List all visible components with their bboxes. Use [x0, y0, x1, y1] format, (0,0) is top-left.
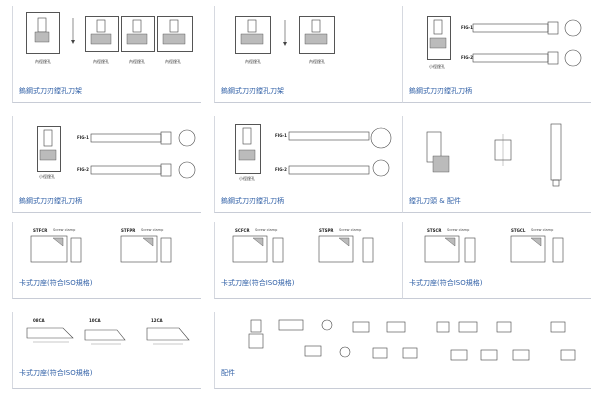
model-code: 10CA [89, 318, 101, 323]
clamp-type: Screw clamp [339, 228, 362, 232]
card-title[interactable]: 卡式刀座(符合ISO規格) [221, 279, 295, 287]
diagram-caption: 內徑鏜孔 [129, 59, 145, 64]
product-card-boring-shank-1[interactable]: FIG-1 FIG-2 小徑鏜孔 鎢鋼式刀刃鏜孔刀柄 [402, 6, 591, 103]
diagram-caption: 內徑鏜孔 [165, 59, 181, 64]
diagram-caption: 小徑鏜孔 [239, 176, 255, 181]
fig-label: FIG-2 [77, 167, 89, 172]
clamp-type: Screw clamp [53, 228, 76, 232]
diagram-thumbnail [235, 124, 261, 174]
tool-diagram [238, 127, 392, 177]
product-card-cartridge-3[interactable]: STSCR Screw clamp STGCL Screw clamp 卡式刀座… [402, 222, 591, 299]
model-code: STFPR [121, 228, 136, 233]
product-card-boring-shank-2[interactable]: FIG-1 FIG-2 小徑鏜孔 鎢鋼式刀刃鏜孔刀柄 [12, 116, 201, 213]
clamp-type: Screw clamp [255, 228, 278, 232]
diagram-caption: 小徑鏜孔 [39, 174, 55, 179]
card-title[interactable]: 卡式刀座(符合ISO規格) [409, 279, 483, 287]
fig-label: FIG-1 [275, 133, 287, 138]
diagram-caption: 內徑鏜孔 [35, 59, 51, 64]
card-title[interactable]: 鏜孔刀頭 & 配件 [409, 197, 461, 205]
diagram-caption: 小徑鏜孔 [429, 64, 445, 69]
product-card-cartridge-1[interactable]: STFCR Screw clamp STFPR Screw clamp 卡式刀座… [12, 222, 201, 299]
tool-diagram [429, 19, 582, 67]
card-title[interactable]: 配件 [221, 369, 235, 377]
card-title[interactable]: 鎢鋼式刀刃鏜孔刀架 [19, 87, 82, 95]
model-code: STSPR [319, 228, 334, 233]
tool-diagram [34, 17, 186, 45]
fig-label: FIG-1 [77, 135, 89, 140]
tool-diagram [426, 123, 562, 187]
tool-diagram [39, 129, 196, 179]
model-code: STGCL [511, 228, 526, 233]
tool-diagram [248, 319, 576, 361]
tool-diagram [424, 235, 564, 263]
product-card-accessories[interactable]: 配件 [214, 312, 591, 389]
model-code: STSCR [427, 228, 442, 233]
model-code: STFCR [33, 228, 48, 233]
fig-label: FIG-2 [275, 167, 287, 172]
tool-diagram [240, 19, 328, 46]
card-title[interactable]: 鎢鋼式刀刃鏜孔刀架 [221, 87, 284, 95]
model-code: SCFCR [235, 228, 250, 233]
diagram-caption: 內徑鏜孔 [93, 59, 109, 64]
diagram-caption: 內徑鏜孔 [309, 59, 325, 64]
clamp-type: Screw clamp [531, 228, 554, 232]
product-card-boring-holder-2[interactable]: 內徑鏜孔 內徑鏜孔 鎢鋼式刀刃鏜孔刀架 [214, 6, 403, 103]
product-card-boring-head-accessories[interactable]: 鏜孔刀頭 & 配件 [402, 116, 591, 213]
product-card-boring-holder-1[interactable]: 內徑鏜孔 內徑鏜孔 內徑鏜孔 內徑鏜孔 鎢鋼式刀刃鏜孔刀架 [12, 6, 201, 103]
card-title[interactable]: 卡式刀座(符合ISO規格) [19, 369, 93, 377]
fig-label: FIG-1 [461, 25, 473, 30]
product-card-cartridge-2[interactable]: SCFCR Screw clamp STSPR Screw clamp 卡式刀座… [214, 222, 403, 299]
card-title[interactable]: 鎢鋼式刀刃鏜孔刀柄 [221, 197, 284, 205]
card-title[interactable]: 鎢鋼式刀刃鏜孔刀柄 [409, 87, 472, 95]
model-code: 08CA [33, 318, 45, 323]
card-title[interactable]: 卡式刀座(符合ISO規格) [19, 279, 93, 287]
product-card-boring-shank-3[interactable]: FIG-1 FIG-2 小徑鏜孔 鎢鋼式刀刃鏜孔刀柄 [214, 116, 403, 213]
diagram-thumbnail [37, 126, 61, 172]
model-code: 12CA [151, 318, 163, 323]
tool-diagram [30, 235, 172, 263]
product-card-cartridge-ca[interactable]: 08CA 10CA 12CA 卡式刀座(符合ISO規格) [12, 312, 201, 389]
tool-diagram [26, 327, 190, 345]
diagram-caption: 內徑鏜孔 [245, 59, 261, 64]
diagram-thumbnail [26, 12, 60, 54]
fig-label: FIG-2 [461, 55, 473, 60]
tool-diagram [232, 235, 374, 263]
card-title[interactable]: 鎢鋼式刀刃鏜孔刀柄 [19, 197, 82, 205]
clamp-type: Screw clamp [141, 228, 164, 232]
clamp-type: Screw clamp [447, 228, 470, 232]
